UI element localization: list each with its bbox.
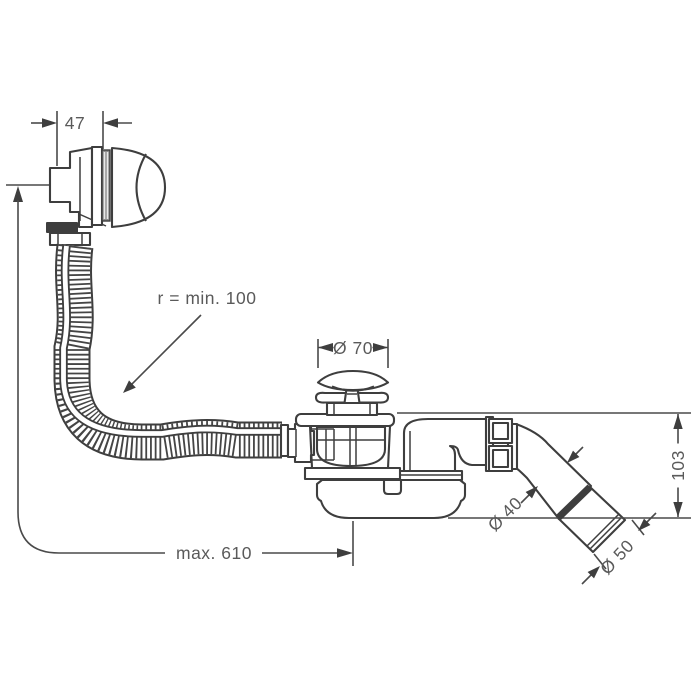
leader-line	[575, 446, 584, 455]
union-nut-lug-inner	[491, 421, 510, 441]
arrowhead-icon	[638, 518, 651, 531]
arrowhead-icon	[123, 380, 136, 393]
overflow-body	[48, 146, 94, 229]
arrowhead-right-icon	[373, 343, 388, 352]
hose-corrugation	[55, 243, 282, 459]
arrowhead-down-icon	[673, 502, 683, 517]
label-halo	[333, 339, 373, 356]
sleeve-end-ring	[589, 516, 623, 550]
overflow-flange	[90, 145, 104, 227]
body-lower-flange	[303, 466, 402, 481]
overflow-fitting	[46, 145, 167, 247]
hose-body	[55, 243, 282, 459]
trap-bowl	[315, 478, 467, 520]
union-nut-lug-inner	[491, 448, 510, 469]
arrowhead-right-icon	[42, 118, 57, 128]
dimension-bend-radius: r = min. 100	[123, 288, 256, 393]
dimension-label-max-610: max. 610	[176, 543, 252, 563]
hose-smooth-band	[61, 245, 282, 436]
dimension-label-47: 47	[65, 113, 85, 133]
dimension-path	[17, 200, 165, 554]
body-wall-left	[308, 425, 314, 469]
dimension-label-radius: r = min. 100	[158, 288, 257, 308]
arrowhead-up-icon	[673, 414, 683, 429]
hose-nut	[48, 231, 92, 247]
corrugated-hose	[53, 243, 282, 461]
extension-tick	[631, 519, 645, 536]
arrowhead-icon	[587, 566, 600, 579]
bowl-notch	[382, 478, 403, 496]
arrowhead-up-icon	[13, 186, 23, 202]
arrowhead-icon	[525, 486, 538, 499]
hose-nut-dark	[46, 222, 78, 233]
arrowhead-left-icon	[103, 118, 118, 128]
arrowhead-icon	[567, 450, 580, 463]
dimension-label-70: Ø 70	[333, 338, 373, 358]
extension-tick	[593, 553, 607, 570]
sleeve-end-ring	[586, 513, 620, 547]
inlet-nut	[286, 422, 316, 464]
dimension-47: 47	[31, 111, 132, 166]
sleeve-stop-band	[555, 484, 593, 521]
dimension-label-40: Ø 40	[484, 493, 526, 535]
overflow-seal	[101, 149, 111, 222]
hose-outline	[53, 243, 282, 461]
dimension-line	[581, 573, 593, 585]
rotary-knob-arc	[135, 153, 147, 222]
dimension-max-610: max. 610	[6, 184, 354, 566]
arrowhead-right-icon	[337, 548, 353, 558]
dimension-label-103: 103	[668, 450, 688, 481]
waste-trap-assembly	[279, 369, 467, 520]
rotary-knob-dome	[110, 146, 167, 229]
label-halo	[669, 443, 686, 488]
leader-line	[130, 314, 202, 386]
leader-line	[520, 494, 530, 504]
body-wall-right	[386, 425, 392, 469]
dimension-70: Ø 70	[317, 338, 389, 368]
plug-cap-rim	[331, 385, 375, 392]
elbow-pipe	[402, 417, 490, 473]
plug-cap	[316, 369, 390, 392]
arrowhead-left-icon	[318, 343, 333, 352]
